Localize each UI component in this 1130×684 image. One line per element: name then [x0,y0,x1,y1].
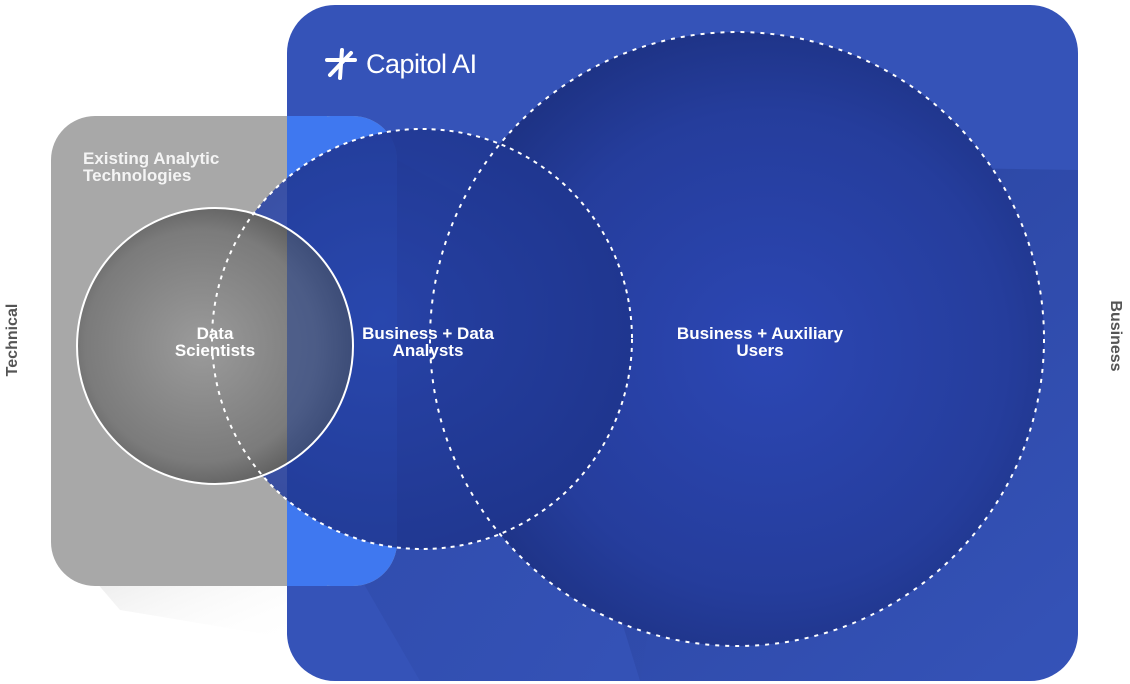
business-auxiliary-users-circle [430,32,1044,646]
business-auxiliary-users-label: Business + Auxiliary Users [650,325,870,359]
business-data-analysts-outline [211,128,633,550]
spark-star-icon [325,48,357,80]
brand-logo: Capitol AI [324,44,477,84]
business-auxiliary-users-line1: Business + Auxiliary [676,324,844,343]
data-scientists-label: Data Scientists [165,325,265,359]
business-auxiliary-users-outline [429,31,1045,647]
axis-label-business: Business [1107,300,1124,372]
legacy-tools-label: Existing Analytic Technologies [83,150,219,184]
legacy-tools-line2: Technologies [83,166,192,185]
analysts-overlap-shade [287,129,632,549]
brand-name: Capitol AI [366,48,477,79]
data-scientists-circle [77,208,353,484]
business-data-analysts-line2: Analysts [392,341,464,360]
business-data-analysts-circle [212,129,632,549]
axis-label-technical: Technical [4,303,21,377]
data-scientists-outline [76,207,354,485]
data-scientists-line1: Data [196,324,234,343]
business-data-analysts-label: Business + Data Analysts [338,325,518,359]
business-data-analysts-line1: Business + Data [362,324,494,343]
legacy-tools-line1: Existing Analytic [83,149,220,168]
data-scientists-line2: Scientists [174,341,256,360]
business-auxiliary-users-line2: Users [736,341,784,360]
